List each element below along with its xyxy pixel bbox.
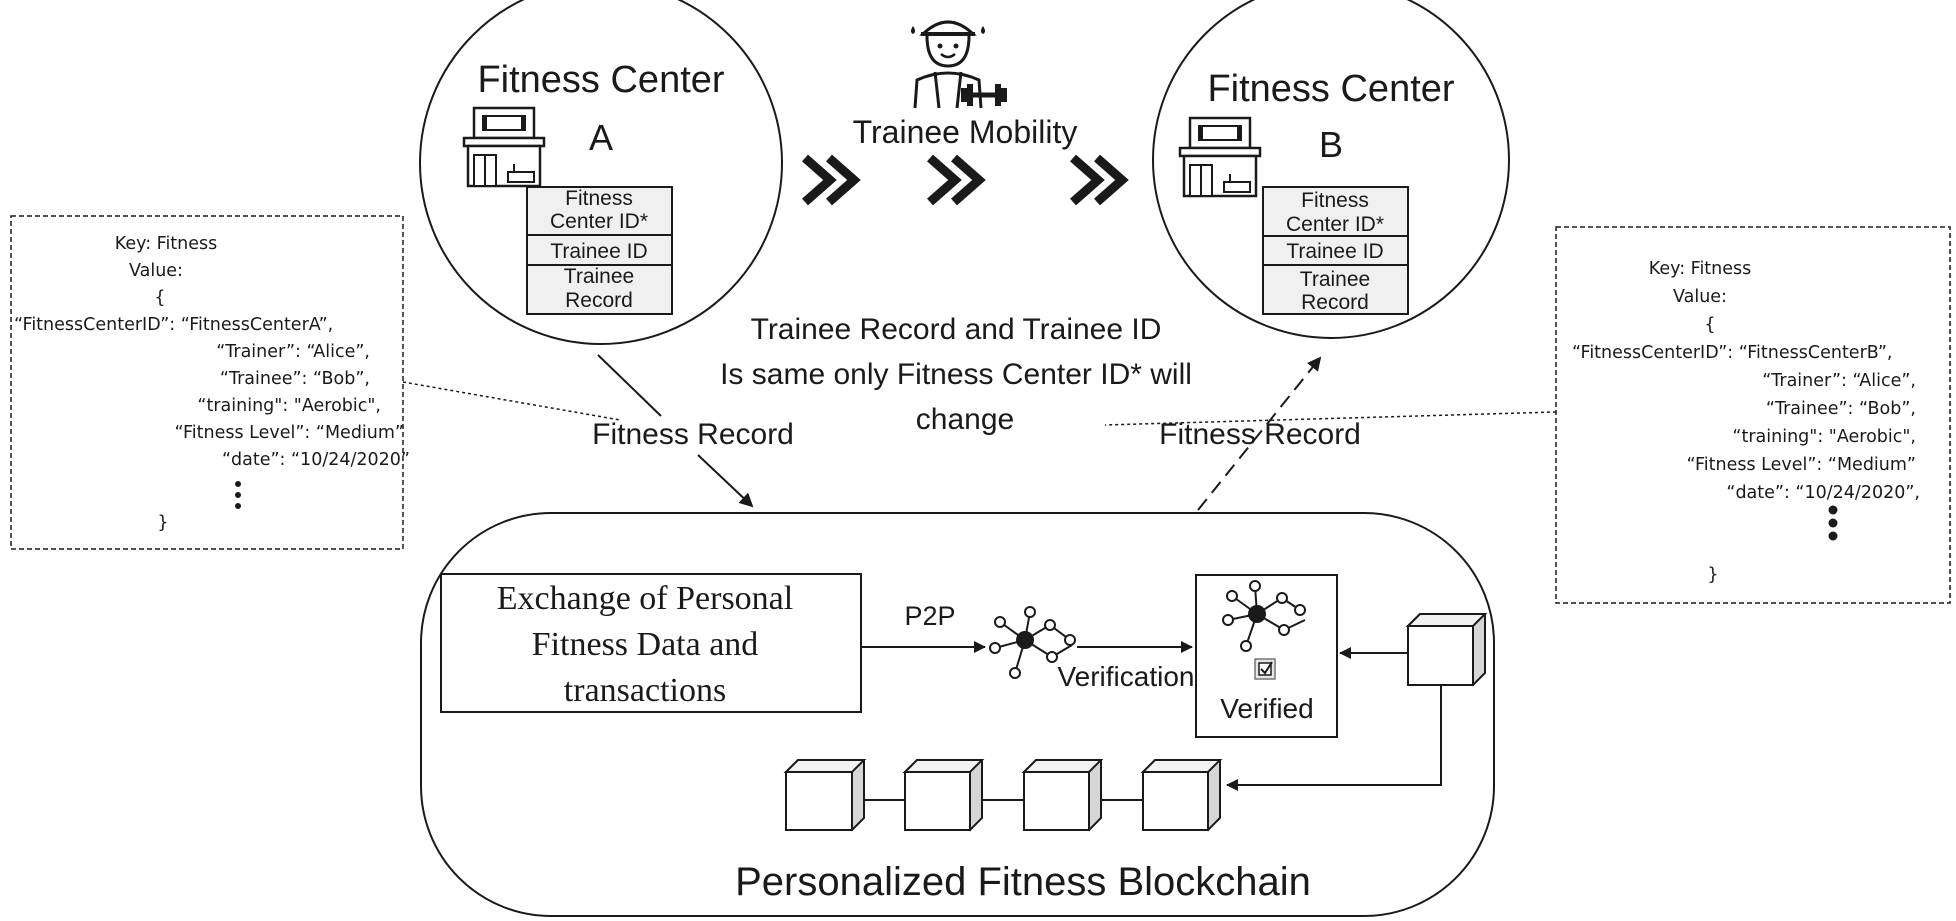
chevron-double-icon xyxy=(802,154,861,206)
record-line: { xyxy=(1704,315,1715,335)
table-cell: Trainee xyxy=(564,265,634,288)
record-line: Value: xyxy=(129,261,183,281)
record-line: Value: xyxy=(1673,287,1727,307)
chevron-double-icon xyxy=(1070,154,1129,206)
fitness-record-right-label: Fitness Record xyxy=(1159,418,1361,451)
note-line: Is same only Fitness Center ID* will xyxy=(720,358,1192,391)
verification-label: Verification xyxy=(1058,661,1195,692)
record-line: } xyxy=(1707,565,1718,585)
record-line: “Trainee”: “Bob”, xyxy=(1766,399,1916,419)
record-line: “date”: “10/24/2020”, xyxy=(1726,483,1920,503)
mobility-label: Trainee Mobility xyxy=(853,114,1078,150)
center-a-letter: A xyxy=(589,117,613,158)
exchange-line: transactions xyxy=(564,672,726,709)
center-b-title: Fitness Center xyxy=(1207,68,1454,110)
record-line: “Fitness Level”: “Medium” xyxy=(1686,455,1916,475)
record-line: “training": "Aerobic", xyxy=(197,396,381,416)
block-cube-icon xyxy=(783,759,867,832)
fitness-center-a: Fitness Center A Fitness Center ID* Trai… xyxy=(419,0,783,345)
center-b-letter: B xyxy=(1319,124,1343,165)
gym-building-icon xyxy=(462,106,546,188)
checkbox-icon xyxy=(1254,658,1276,680)
table-cell: Trainee ID xyxy=(1286,240,1383,263)
fitness-center-b: Fitness Center B Fitness Center ID* Trai… xyxy=(1152,0,1510,339)
center-a-title: Fitness Center xyxy=(477,59,724,101)
fitness-record-left-label: Fitness Record xyxy=(592,418,794,451)
table-cell: Center ID* xyxy=(550,210,648,233)
record-line: { xyxy=(154,288,165,308)
p2p-label: P2P xyxy=(904,601,955,631)
verified-label: Verified xyxy=(1220,693,1313,724)
table-cell: Trainee xyxy=(1300,268,1370,291)
block-cube-icon xyxy=(1405,613,1488,687)
table-cell: Fitness xyxy=(1301,189,1369,212)
record-line: “FitnessCenterID”: “FitnessCenterB”, xyxy=(1572,343,1892,363)
note-line: change xyxy=(916,403,1014,436)
record-line: “Trainee”: “Bob”, xyxy=(220,369,370,389)
network-node-icon xyxy=(989,606,1076,679)
note-line: Trainee Record and Trainee ID xyxy=(751,313,1162,346)
record-line: “Trainer”: “Alice”, xyxy=(1762,371,1916,391)
record-line: “FitnessCenterID”: “FitnessCenterA”, xyxy=(14,315,333,335)
block-cube-icon xyxy=(1021,759,1104,832)
exchange-line: Fitness Data and xyxy=(532,626,759,663)
record-line: } xyxy=(157,513,168,533)
table-cell: Center ID* xyxy=(1286,213,1384,236)
chevron-double-icon xyxy=(927,154,986,206)
table-cell: Trainee ID xyxy=(550,240,647,263)
exchange-line: Exchange of Personal xyxy=(497,580,793,617)
block-cube-icon xyxy=(1140,759,1223,832)
record-line: “Fitness Level”: “Medium” xyxy=(174,423,404,443)
table-cell: Fitness xyxy=(565,187,633,210)
record-a-box: Key: Fitness Value: { “FitnessCenterID”:… xyxy=(10,215,410,550)
center-a-table: Fitness Center ID* Trainee ID Trainee Re… xyxy=(526,186,673,315)
table-cell: Record xyxy=(565,289,633,312)
record-line: “Trainer”: “Alice”, xyxy=(216,342,370,362)
gym-building-icon xyxy=(1178,116,1262,198)
blockchain-container: Exchange of Personal Fitness Data and tr… xyxy=(420,512,1495,917)
record-line: Key: Fitness xyxy=(1649,259,1752,279)
note-text: Trainee Record and Trainee ID Is same on… xyxy=(720,313,1192,436)
record-line: “training": "Aerobic", xyxy=(1732,427,1916,447)
network-node-icon xyxy=(1222,580,1306,652)
record-line: Key: Fitness xyxy=(115,234,218,254)
blockchain-title: Personalized Fitness Blockchain xyxy=(735,860,1311,904)
block-cube-icon xyxy=(902,759,985,832)
trainee-icon xyxy=(911,20,1007,109)
table-cell: Record xyxy=(1301,291,1369,314)
record-line: “date”: “10/24/2020” xyxy=(222,450,410,470)
record-b-box: Key: Fitness Value: { “FitnessCenterID”:… xyxy=(1555,226,1951,604)
center-b-table: Fitness Center ID* Trainee ID Trainee Re… xyxy=(1262,186,1409,315)
